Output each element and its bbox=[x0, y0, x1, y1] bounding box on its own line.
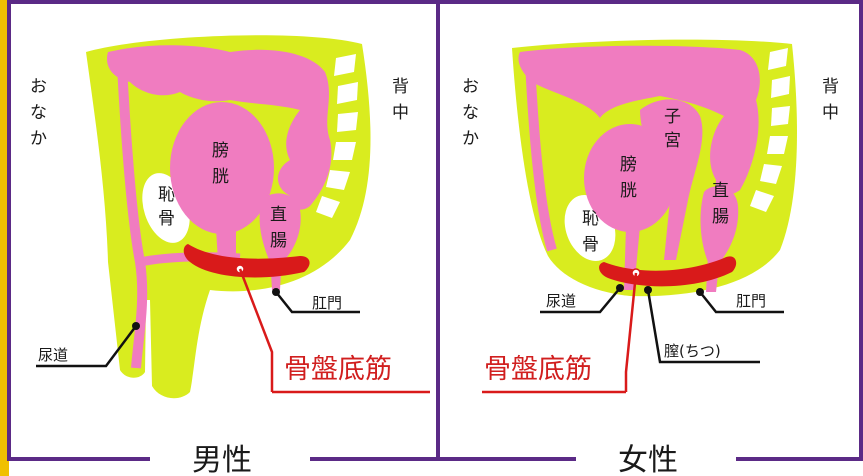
female-anus-label: 肛門 bbox=[736, 292, 766, 310]
male-anus-leader bbox=[275, 291, 360, 314]
left-edge-strip bbox=[0, 0, 9, 476]
female-vagina-leader bbox=[646, 289, 760, 364]
male-pelvic-floor-muscle bbox=[183, 244, 310, 278]
male-pubic-label-2: 骨 bbox=[158, 209, 175, 229]
male-back-label-2: 中 bbox=[392, 103, 409, 123]
female-bladder bbox=[584, 124, 676, 232]
female-urethra-leader bbox=[540, 287, 621, 314]
male-anus-label: 肛門 bbox=[312, 294, 342, 312]
male-front-label-1: お bbox=[30, 77, 47, 97]
female-back-label-1: 背 bbox=[822, 77, 839, 97]
female-uterus-label-2: 宮 bbox=[664, 131, 681, 151]
female-panel: お な か 背 中 子 宮 膀 胱 恥 骨 直 腸 尿道 肛門 膣(ちつ) 骨盤… bbox=[462, 39, 839, 476]
female-pubic-label-1: 恥 bbox=[582, 209, 599, 229]
male-pelvic-floor-leader bbox=[238, 268, 274, 392]
male-front-label-2: な bbox=[30, 103, 47, 123]
female-pelvic-floor-label: 骨盤底筋 bbox=[484, 354, 592, 385]
male-caption: 男性 bbox=[192, 443, 252, 476]
male-rectum bbox=[259, 193, 301, 262]
female-front-label-1: お bbox=[462, 77, 479, 97]
female-front-label-2: な bbox=[462, 103, 479, 123]
female-rectum bbox=[700, 186, 739, 262]
male-rectum-label-2: 腸 bbox=[270, 231, 287, 251]
female-bladder-label-1: 膀 bbox=[620, 155, 637, 175]
female-pubic-label-2: 骨 bbox=[582, 235, 599, 255]
male-back-label-1: 背 bbox=[392, 77, 409, 97]
male-urethra-tube bbox=[117, 65, 148, 369]
female-front-label-3: か bbox=[462, 129, 479, 149]
male-intestines bbox=[106, 45, 332, 210]
female-back-label-2: 中 bbox=[822, 103, 839, 123]
female-caption: 女性 bbox=[618, 443, 678, 476]
male-panel: お な か 背 中 膀 胱 恥 骨 直 腸 肛門 尿道 骨盤底筋 男性 bbox=[30, 35, 430, 476]
male-front-label-3: か bbox=[30, 129, 47, 149]
female-rectum-label-2: 腸 bbox=[712, 207, 729, 227]
female-anus-leader bbox=[699, 291, 784, 314]
male-pelvic-floor-label: 骨盤底筋 bbox=[284, 354, 392, 385]
female-spine bbox=[750, 48, 790, 212]
male-bladder-label-1: 膀 bbox=[212, 141, 229, 161]
female-pelvic-floor-leader bbox=[624, 272, 638, 392]
female-rectum-label-1: 直 bbox=[712, 181, 729, 201]
male-urethra-leader bbox=[36, 325, 137, 368]
male-spine bbox=[316, 54, 358, 218]
male-bladder bbox=[170, 102, 274, 234]
female-bladder-label-2: 胱 bbox=[620, 181, 637, 201]
female-urethra-label: 尿道 bbox=[546, 292, 576, 310]
male-rectum-label-1: 直 bbox=[270, 205, 287, 225]
male-bladder-label-2: 胱 bbox=[212, 167, 229, 187]
female-uterus-label-1: 子 bbox=[664, 107, 681, 127]
female-intestines bbox=[518, 45, 760, 195]
male-urethra-label: 尿道 bbox=[38, 346, 68, 364]
female-vagina-label: 膣(ちつ) bbox=[664, 342, 721, 360]
male-pubic-label-1: 恥 bbox=[158, 185, 175, 205]
female-pelvic-floor-muscle bbox=[599, 256, 737, 287]
